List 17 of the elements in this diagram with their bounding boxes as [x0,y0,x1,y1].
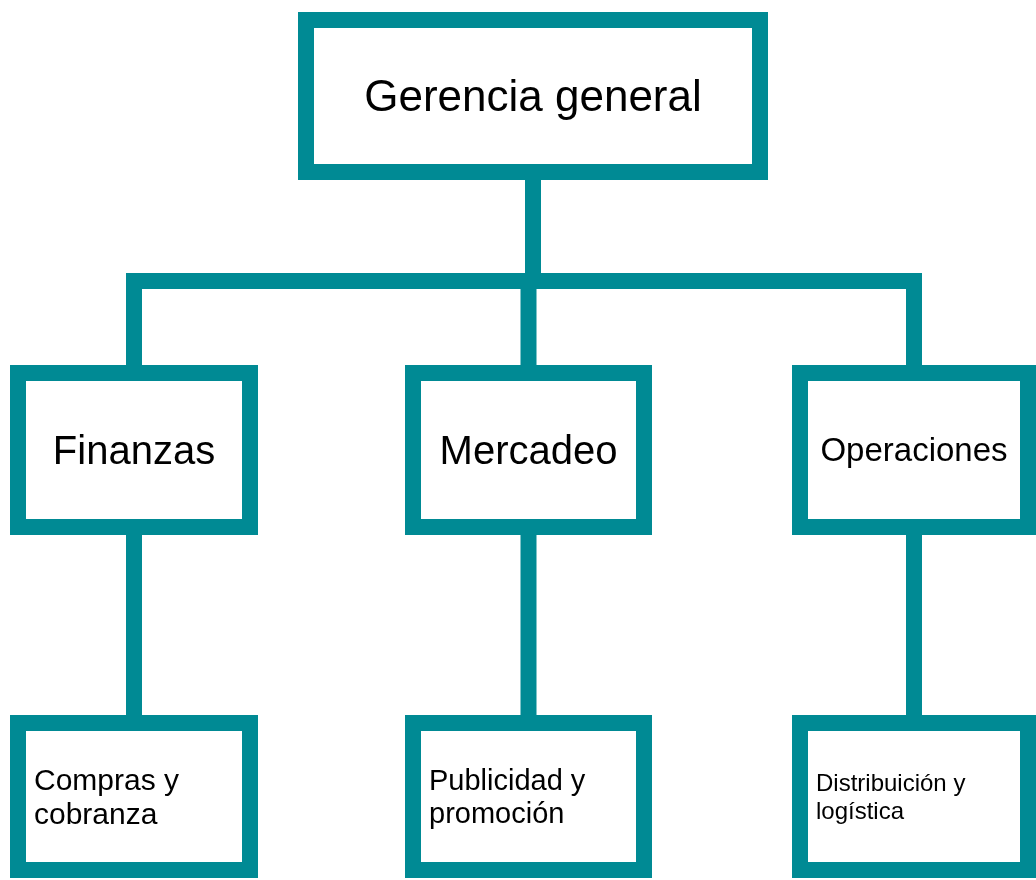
node-label: Distribuición y logística [816,768,967,825]
org-box [10,715,258,878]
org-box [792,715,1036,878]
node-label: Finanzas [52,427,216,473]
org-box [792,365,1036,535]
node-label: Gerencia general [364,71,702,121]
node-label: Compras y cobranza [34,762,181,831]
connector-line [520,535,537,715]
connector-line [126,535,142,715]
node-label: Operaciones [820,431,1008,469]
org-box [298,12,768,180]
node-label: Mercadeo [439,427,618,473]
node-label: Publicidad y promoción [429,763,587,830]
org-box [405,365,652,535]
org-box [10,365,258,535]
org-box [405,715,652,878]
connector-line [906,535,922,715]
